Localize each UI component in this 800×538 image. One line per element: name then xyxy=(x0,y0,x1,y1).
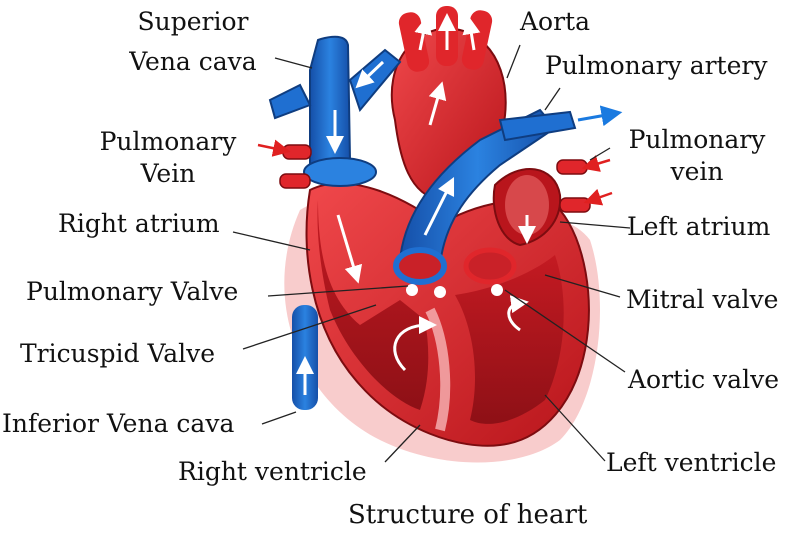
label-pulmonary-vein-right: Pulmonary vein xyxy=(628,125,766,186)
label-pulmonary-valve: Pulmonary Valve xyxy=(26,277,239,306)
label-superior-vena-cava: Superior Vena cava xyxy=(129,7,257,76)
label-aortic-valve: Aortic valve xyxy=(628,365,779,394)
label-right-ventricle: Right ventricle xyxy=(178,457,367,486)
diagram-caption: Structure of heart xyxy=(348,500,588,530)
right-chamber xyxy=(317,200,429,410)
label-inferior-vena-cava: Inferior Vena cava xyxy=(2,409,235,438)
label-mitral-valve: Mitral valve xyxy=(626,285,779,314)
label-pulmonary-vein-left: Pulmonary Vein xyxy=(99,127,237,188)
label-tricuspid-valve: Tricuspid Valve xyxy=(20,339,216,368)
label-pulmonary-artery: Pulmonary artery xyxy=(545,51,768,80)
left-chamber xyxy=(455,255,564,424)
label-aorta: Aorta xyxy=(520,7,591,36)
label-left-atrium: Left atrium xyxy=(627,212,771,241)
label-right-atrium: Right atrium xyxy=(58,209,220,238)
superior-vena-cava-vessel xyxy=(309,35,352,172)
label-left-ventricle: Left ventricle xyxy=(606,448,777,477)
